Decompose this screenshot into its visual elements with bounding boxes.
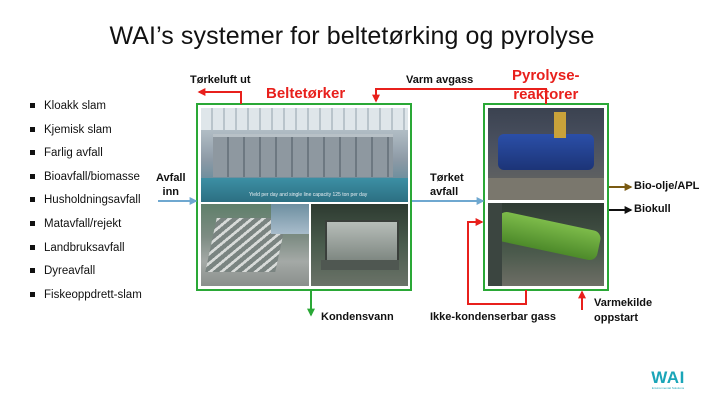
list-item: Kloakk slam — [30, 98, 142, 122]
kiln-support — [488, 203, 502, 286]
waste-input-label: Avfall inn — [156, 172, 186, 198]
drying-air-out-arrow — [197, 88, 242, 104]
biochar-label: Biokull — [634, 203, 671, 215]
dryer-frame — [196, 103, 412, 291]
list-item: Farlig avfall — [30, 145, 142, 169]
hot-exhaust-arrow — [372, 88, 547, 104]
wai-logo: WAI Environmental Solutions — [648, 368, 688, 390]
bullet — [30, 150, 35, 156]
pyrolysis-reactor-photo — [488, 108, 604, 200]
reactor-title-line1: Pyrolyse- — [512, 67, 580, 84]
list-item: Dyreavfall — [30, 263, 142, 287]
reactor-frame — [483, 103, 609, 291]
reactor-tower — [554, 112, 566, 138]
dryer-roof — [201, 108, 408, 130]
conveyor-photo — [201, 204, 309, 286]
bullet — [30, 197, 35, 203]
reactor-vessel — [498, 134, 594, 170]
list-item: Fiskeoppdrett-slam — [30, 287, 142, 311]
heat-source-label: Varmekilde oppstart — [594, 297, 653, 324]
hot-exhaust-label: Varm avgass — [406, 74, 474, 86]
bullet — [30, 220, 35, 226]
bullet — [30, 126, 35, 132]
bullet — [30, 103, 35, 108]
reactor-title-line2: reaktorer — [513, 86, 579, 103]
gas-recirculation-arrow — [467, 218, 527, 305]
waste-type-list: Kloakk slam Kjemisk slam Farlig avfall B… — [30, 98, 142, 310]
dried-waste-label: Tørket avfall — [430, 172, 464, 198]
reactor-title: Pyrolyse- reaktorer — [512, 66, 580, 104]
non-condensable-gas-label: Ikke-kondenserbar gass — [430, 311, 556, 323]
list-item: Matavfall/rejekt — [30, 216, 142, 240]
list-item: Husholdningsavfall — [30, 192, 142, 216]
conveyor-sky — [271, 204, 309, 234]
list-item: Bioavfall/biomasse — [30, 169, 142, 193]
bullet — [30, 268, 35, 274]
dryer-unit-base — [321, 260, 399, 270]
dryer-title: Beltetørker — [266, 85, 346, 102]
dryer-machine — [213, 134, 393, 177]
slide-title: WAI’s systemer for beltetørking og pyrol… — [109, 22, 595, 50]
reactor-floor — [488, 178, 604, 200]
logo-subtext: Environmental Solutions — [651, 386, 685, 390]
logo-text: WAI — [651, 368, 685, 387]
rotary-kiln-photo — [488, 203, 604, 286]
list-item: Landbruksavfall — [30, 240, 142, 264]
bullet — [30, 291, 35, 297]
condensate-label: Kondensvann — [321, 311, 394, 323]
bullet — [30, 173, 35, 179]
photo-caption: Yield per day and single line capacity 1… — [249, 192, 368, 198]
list-item: Kjemisk slam — [30, 122, 142, 146]
bio-oil-label: Bio-olje/APL — [634, 180, 700, 192]
drying-air-out-label: Tørkeluft ut — [190, 74, 251, 86]
dryer-unit-photo — [311, 204, 408, 286]
dryer-hall-photo: Yield per day and single line capacity 1… — [201, 108, 408, 202]
dryer-floor — [201, 178, 408, 202]
bullet — [30, 244, 35, 250]
